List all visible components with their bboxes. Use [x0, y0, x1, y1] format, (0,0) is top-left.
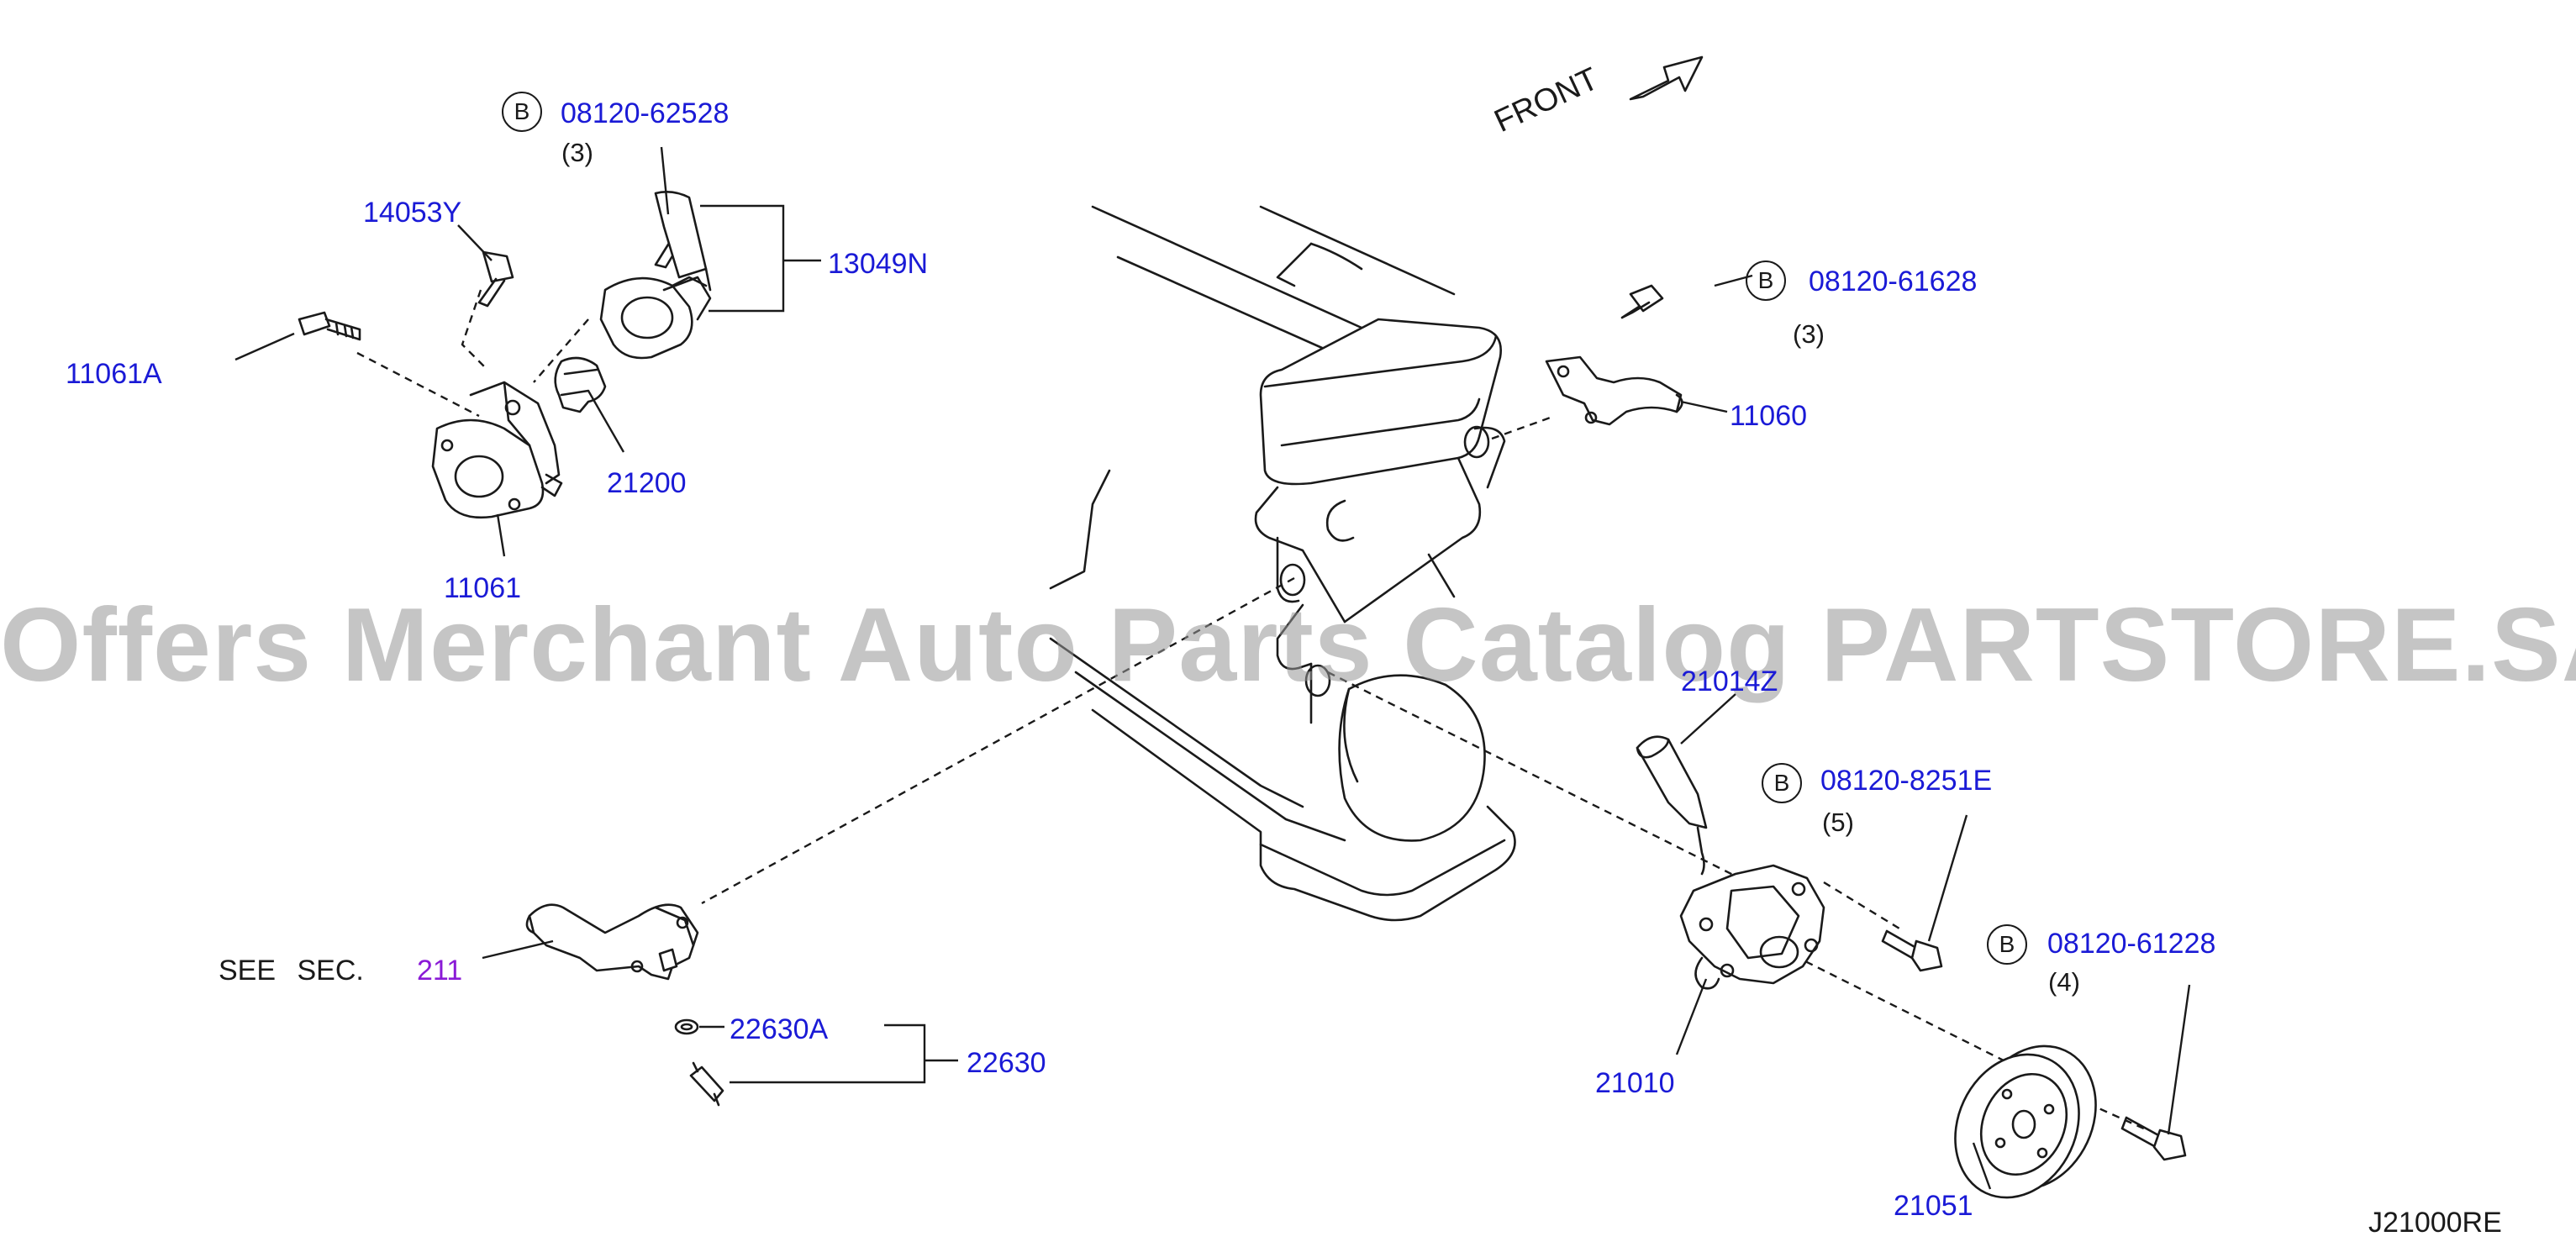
part-08120-61628-qty: (3) [1793, 319, 1825, 349]
pulley-bolt-drawing [2120, 1116, 2187, 1161]
part-08120-62528-qty: (3) [561, 138, 593, 167]
part-22630-link[interactable]: 22630 [967, 1047, 1046, 1079]
part-08120-61628-link[interactable]: 08120-61628 [1809, 266, 1978, 297]
bolt-badge-icon: B [1746, 260, 1786, 301]
part-21010-link[interactable]: 21010 [1595, 1067, 1675, 1099]
part-11061a-link[interactable]: 11061A [66, 358, 162, 390]
part-21051-link[interactable]: 21051 [1894, 1190, 1973, 1222]
front-arrow-icon [1629, 55, 1704, 101]
part-08120-8251e-qty: (5) [1822, 808, 1854, 837]
thermostat-housing-drawing [298, 191, 712, 519]
engine-block-drawing [1049, 205, 1516, 922]
liquid-gasket-drawing [1636, 735, 1708, 876]
part-21200-link[interactable]: 21200 [607, 467, 687, 499]
part-08120-62528-link[interactable]: 08120-62528 [561, 97, 730, 129]
see-section-211-link[interactable]: 211 [417, 955, 463, 987]
watermark: Offers Merchant Auto Parts Catalog PARTS… [0, 587, 2576, 703]
part-13049n-link[interactable]: 13049N [828, 248, 929, 280]
part-21014z-link[interactable]: 21014Z [1681, 666, 1778, 697]
temperature-sensor-drawing [674, 1018, 724, 1107]
see-section-label: SEE SEC. [219, 955, 364, 987]
bolt-badge-icon: B [1987, 924, 2027, 965]
pump-bolt-drawing [1881, 929, 1943, 972]
part-22630a-link[interactable]: 22630A [730, 1013, 829, 1045]
part-11060-link[interactable]: 11060 [1730, 400, 1808, 432]
part-11061-link[interactable]: 11061 [444, 572, 522, 604]
inlet-pipe-drawing [525, 903, 699, 981]
part-08120-61228-qty: (4) [2048, 967, 2080, 997]
water-outlet-drawing [1545, 284, 1683, 426]
pulley-drawing [1954, 1044, 2097, 1199]
bolt-badge-icon: B [1762, 763, 1802, 803]
assembly-lines [356, 289, 2148, 1132]
leader-lines [234, 146, 2191, 1190]
part-14053y-link[interactable]: 14053Y [363, 197, 462, 229]
diagram-code: J21000RE [2368, 1207, 2502, 1239]
part-08120-8251e-link[interactable]: 08120-8251E [1820, 765, 1993, 797]
bolt-badge-icon: B [502, 92, 542, 132]
part-08120-61228-link[interactable]: 08120-61228 [2047, 928, 2216, 960]
water-pump-drawing [1679, 864, 1825, 990]
